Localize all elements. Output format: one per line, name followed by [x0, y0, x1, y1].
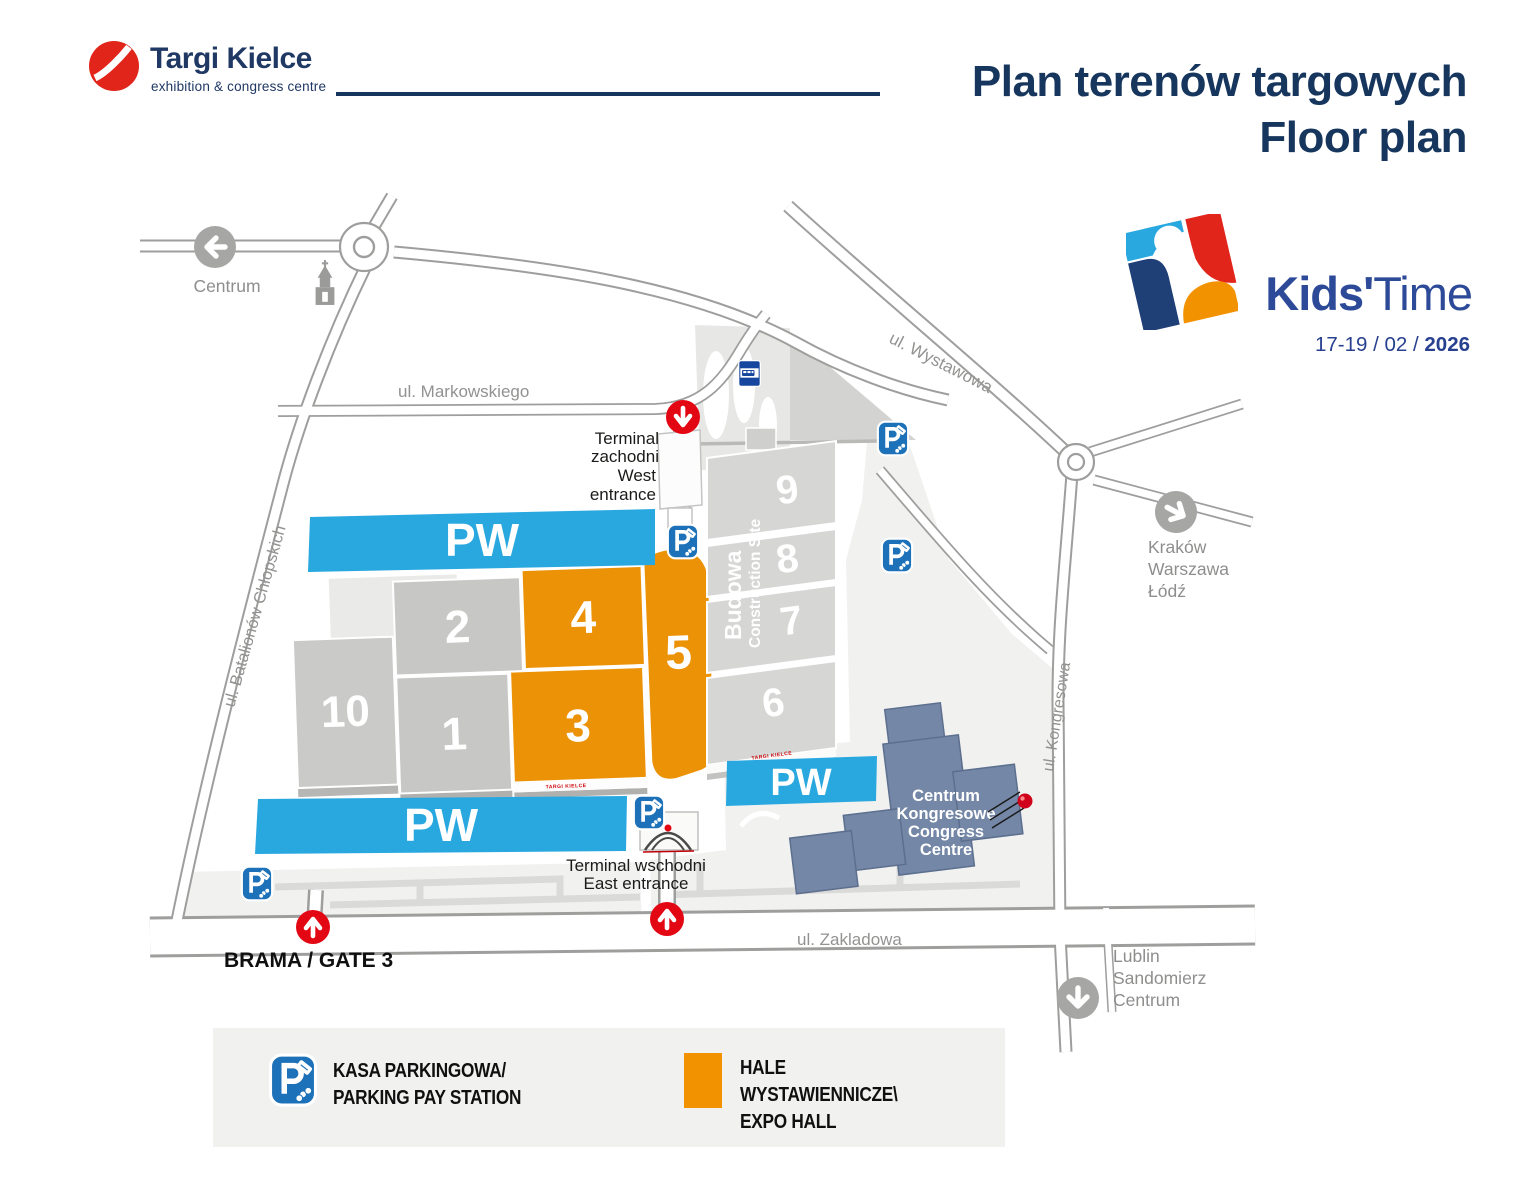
hall-3-label: 3: [564, 699, 591, 752]
east-terminal-label-2: East entrance: [584, 874, 689, 893]
construction-site-label-en: Construction Site: [747, 518, 764, 648]
hall-complex-east: 9 8 7 6 Budowa Construction Site TARGI K…: [706, 439, 837, 780]
hall-2-label: 2: [444, 600, 471, 653]
service-paths: [274, 858, 1021, 909]
congress-label-1: Centrum: [912, 787, 980, 805]
hall-10-label: 10: [320, 687, 371, 738]
parking-pay-icon: [268, 1050, 318, 1110]
header-divider: [336, 92, 880, 96]
construction-site-label-pl: Budowa: [720, 550, 746, 640]
hall-9: [706, 439, 837, 542]
page-title: Plan terenów targowych Floor plan: [971, 54, 1468, 166]
page-header: Targi Kielce exhibition & congress centr…: [0, 0, 1532, 200]
church-icon: [314, 260, 336, 306]
west-terminal-buildings: [657, 427, 879, 529]
brand-name: Targi Kielce: [150, 42, 312, 75]
hall-7: [706, 583, 837, 675]
entrance-arrow-east-icon: [650, 902, 684, 936]
targi-kielce-logo-icon: [89, 41, 139, 91]
pw-banners: PW PW PW: [255, 509, 877, 854]
hall-10: [291, 635, 399, 790]
street-markowskiego: ul. Markowskiego: [398, 382, 529, 401]
hall-3-footer-text: TARGI KIELCE: [546, 783, 587, 790]
event-name-bold: Kids': [1265, 267, 1374, 320]
direction-krakow-2: Warszawa: [1148, 559, 1229, 579]
direction-arrow-lublin-icon: [1057, 977, 1099, 1019]
event-name-light: Time: [1373, 267, 1473, 320]
roundabouts: [338, 221, 1096, 482]
kids-time-logo-icon: [1126, 214, 1238, 330]
direction-lublin-1: Lublin: [1113, 946, 1160, 966]
direction-lublin-3: Centrum: [1113, 990, 1180, 1010]
pw-north-label: PW: [445, 514, 520, 566]
page-title-line2: Floor plan: [1259, 113, 1467, 162]
legend-expo-line1: HALE: [740, 1056, 786, 1079]
hall-complex-west: 10 1 2 4 3 5 TARGI KIELCE: [291, 547, 716, 803]
direction-krakow-3: Łódź: [1148, 581, 1186, 601]
legend-parking-text: KASA PARKINGOWA/ PARKING PAY STATION: [333, 1057, 521, 1111]
road-marking: [739, 811, 781, 828]
congress-label-2: Kongresowe: [896, 805, 995, 823]
west-terminal-label-4: entrance: [590, 485, 656, 504]
legend-parking-line1: KASA PARKINGOWA/: [333, 1059, 506, 1082]
hall-4-label: 4: [570, 591, 598, 644]
terminal-dome-dot: [664, 824, 672, 832]
direction-lublin-2: Sandomierz: [1113, 968, 1206, 988]
event-year: 2026: [1424, 333, 1470, 356]
west-terminal-label-2: zachodni: [591, 447, 659, 466]
hall-1-label: 1: [441, 707, 468, 760]
parking-pay-icon: [876, 420, 910, 457]
bus-stop-icon: [738, 360, 761, 387]
pw-banner-north: [308, 509, 655, 572]
parking-pay-icon: [240, 865, 274, 902]
entrance-arrow-gate3-icon: [296, 910, 330, 944]
hall-8: [706, 527, 837, 599]
congress-label-3: Congress: [908, 823, 984, 841]
direction-arrow-centrum-icon: [194, 226, 236, 268]
event-name: Kids'Time: [1265, 266, 1473, 321]
street-zakladowa: ul. Zakladowa: [797, 930, 902, 949]
hall-4-expo: [520, 564, 646, 671]
expo-hall-swatch: [684, 1053, 722, 1108]
entrance-arrow-west-icon: [666, 400, 700, 434]
map-legend: KASA PARKINGOWA/ PARKING PAY STATION HAL…: [213, 1028, 1005, 1147]
pw-banner-south: [255, 796, 627, 854]
legend-expo-text: HALE WYSTAWIENNICZE\ EXPO HALL: [740, 1054, 898, 1135]
legend-expo-line3: EXPO HALL: [740, 1110, 837, 1133]
east-terminal-label-1: Terminal wschodni: [566, 856, 706, 875]
gate-3-label: BRAMA / GATE 3: [224, 949, 393, 972]
congress-label-4: Centre: [920, 841, 972, 859]
legend-parking-line2: PARKING PAY STATION: [333, 1086, 522, 1109]
hall-5-label: 5: [664, 626, 693, 680]
hall-1: [395, 672, 514, 795]
flag-pin: [987, 791, 1033, 829]
hall-6-footer-text: TARGI KIELCE: [751, 750, 793, 761]
parking-pay-icon: [632, 794, 666, 831]
direction-centrum: Centrum: [193, 276, 260, 296]
west-terminal-label-1: Terminal: [595, 429, 659, 448]
parking-pay-icon: [666, 523, 700, 560]
west-terminal-label-3: West: [618, 466, 657, 485]
hall-2: [391, 576, 525, 677]
page-title-line1: Plan terenów targowych: [971, 57, 1468, 106]
street-batalionow: ul. Batalionów Chłopskich: [221, 523, 290, 709]
pw-banner-east: [726, 756, 877, 806]
event-date: 17-19 / 02 / 2026: [1314, 333, 1470, 356]
congress-centre: Centrum Kongresowe Congress Centre: [788, 701, 1033, 895]
legend-expo-line2: WYSTAWIENNICZE\: [740, 1083, 898, 1106]
parking-pay-icon: [880, 537, 914, 574]
pw-east-label: PW: [770, 762, 831, 804]
direction-krakow-1: Kraków: [1148, 537, 1207, 557]
pw-south-label: PW: [404, 799, 479, 851]
brand-tagline: exhibition & congress centre: [151, 79, 327, 94]
